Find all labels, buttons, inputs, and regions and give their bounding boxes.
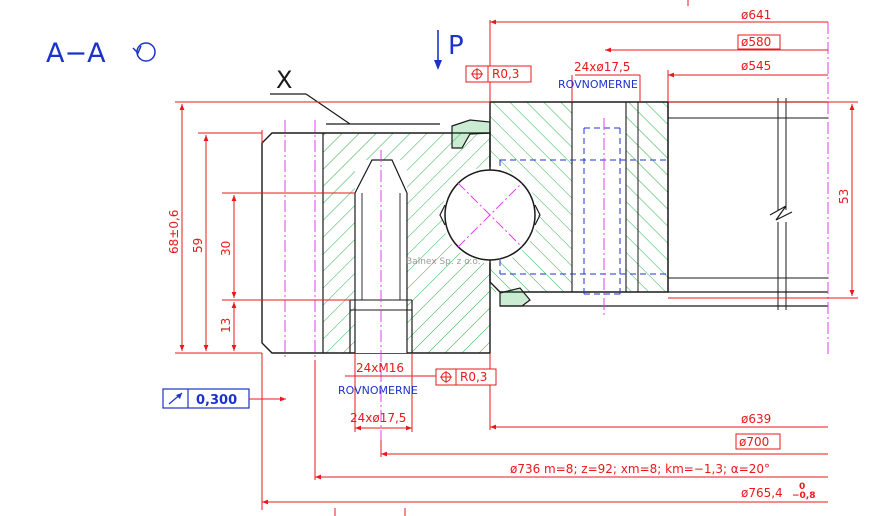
dim-d641: ø641 (490, 8, 828, 25)
dim-d639: ø639 (490, 412, 828, 430)
svg-text:0: 0 (799, 482, 805, 492)
svg-text:ø765,4: ø765,4 (741, 486, 783, 500)
break-line (769, 205, 793, 221)
load-arrow: P (434, 30, 464, 70)
seal-bottom (499, 287, 531, 307)
dim-thread: 24xM16 ROVNOMERNE (338, 361, 436, 397)
runout-tolerance: 0,300 (162, 388, 286, 409)
svg-text:24xM16: 24xM16 (356, 361, 404, 375)
svg-text:53: 53 (837, 189, 851, 204)
svg-text:68±0,6: 68±0,6 (167, 210, 181, 254)
svg-text:ø700: ø700 (739, 435, 769, 449)
svg-text:ROVNOMERNE: ROVNOMERNE (558, 78, 638, 91)
dim-gear: ø736 m=8; z=92; xm=8; km=−1,3; α=20° (315, 462, 828, 480)
seal-top (451, 119, 491, 149)
svg-text:−0,8: −0,8 (792, 491, 815, 501)
svg-text:ø580: ø580 (741, 35, 771, 49)
svg-text:24xø17,5: 24xø17,5 (350, 411, 406, 425)
detail-label: X (276, 66, 292, 94)
dim-d765: ø765,4 0 −0,8 (262, 482, 828, 505)
dim-d580: ø580 (605, 34, 828, 53)
dim-h59: 59 (191, 135, 209, 351)
dim-holes-bottom: 24xø17,5 (350, 411, 412, 431)
svg-text:59: 59 (191, 238, 205, 253)
position-icon (471, 68, 483, 80)
svg-text:0,300: 0,300 (196, 393, 237, 408)
section-label: A−A (46, 38, 156, 69)
runout-icon (168, 392, 183, 405)
rotation-arrow-icon (132, 42, 156, 62)
svg-text:ø639: ø639 (741, 412, 771, 426)
svg-text:R0,3: R0,3 (460, 370, 487, 384)
centerlines (284, 22, 829, 440)
detail-x-leader: X (270, 66, 440, 125)
extension-lines (175, 20, 858, 510)
dim-h30: 30 (219, 195, 237, 298)
svg-text:30: 30 (219, 241, 233, 256)
section-label-text: A−A (46, 38, 106, 69)
dim-d700: ø700 (381, 433, 828, 457)
svg-text:13: 13 (219, 318, 233, 333)
dim-holes-top: 24xø17,5 ROVNOMERNE (558, 60, 641, 102)
dim-h68: 68±0,6 (167, 104, 185, 351)
dim-h13: 13 (219, 302, 237, 351)
svg-text:ø641: ø641 (741, 8, 771, 22)
svg-text:ø736 m=8; z=92; xm=8; km=−: ø736 m=8; z=92; xm=8; km=−1,3; α=20° (510, 462, 770, 476)
svg-text:ø545: ø545 (741, 59, 771, 73)
position-tolerance-top: R0,3 (465, 65, 532, 83)
load-arrow-label: P (448, 31, 464, 61)
position-icon (440, 371, 452, 383)
svg-text:R0,3: R0,3 (492, 67, 519, 81)
position-tolerance-bottom: R0,3 (435, 368, 497, 386)
dim-d545: ø545 (668, 59, 828, 78)
ball (439, 169, 541, 261)
watermark: Balnex Sp. z o.o. (406, 257, 481, 267)
svg-text:24xø17,5: 24xø17,5 (574, 60, 630, 74)
svg-text:ROVNOMERNE: ROVNOMERNE (338, 384, 418, 397)
dim-h53: 53 (837, 104, 855, 296)
